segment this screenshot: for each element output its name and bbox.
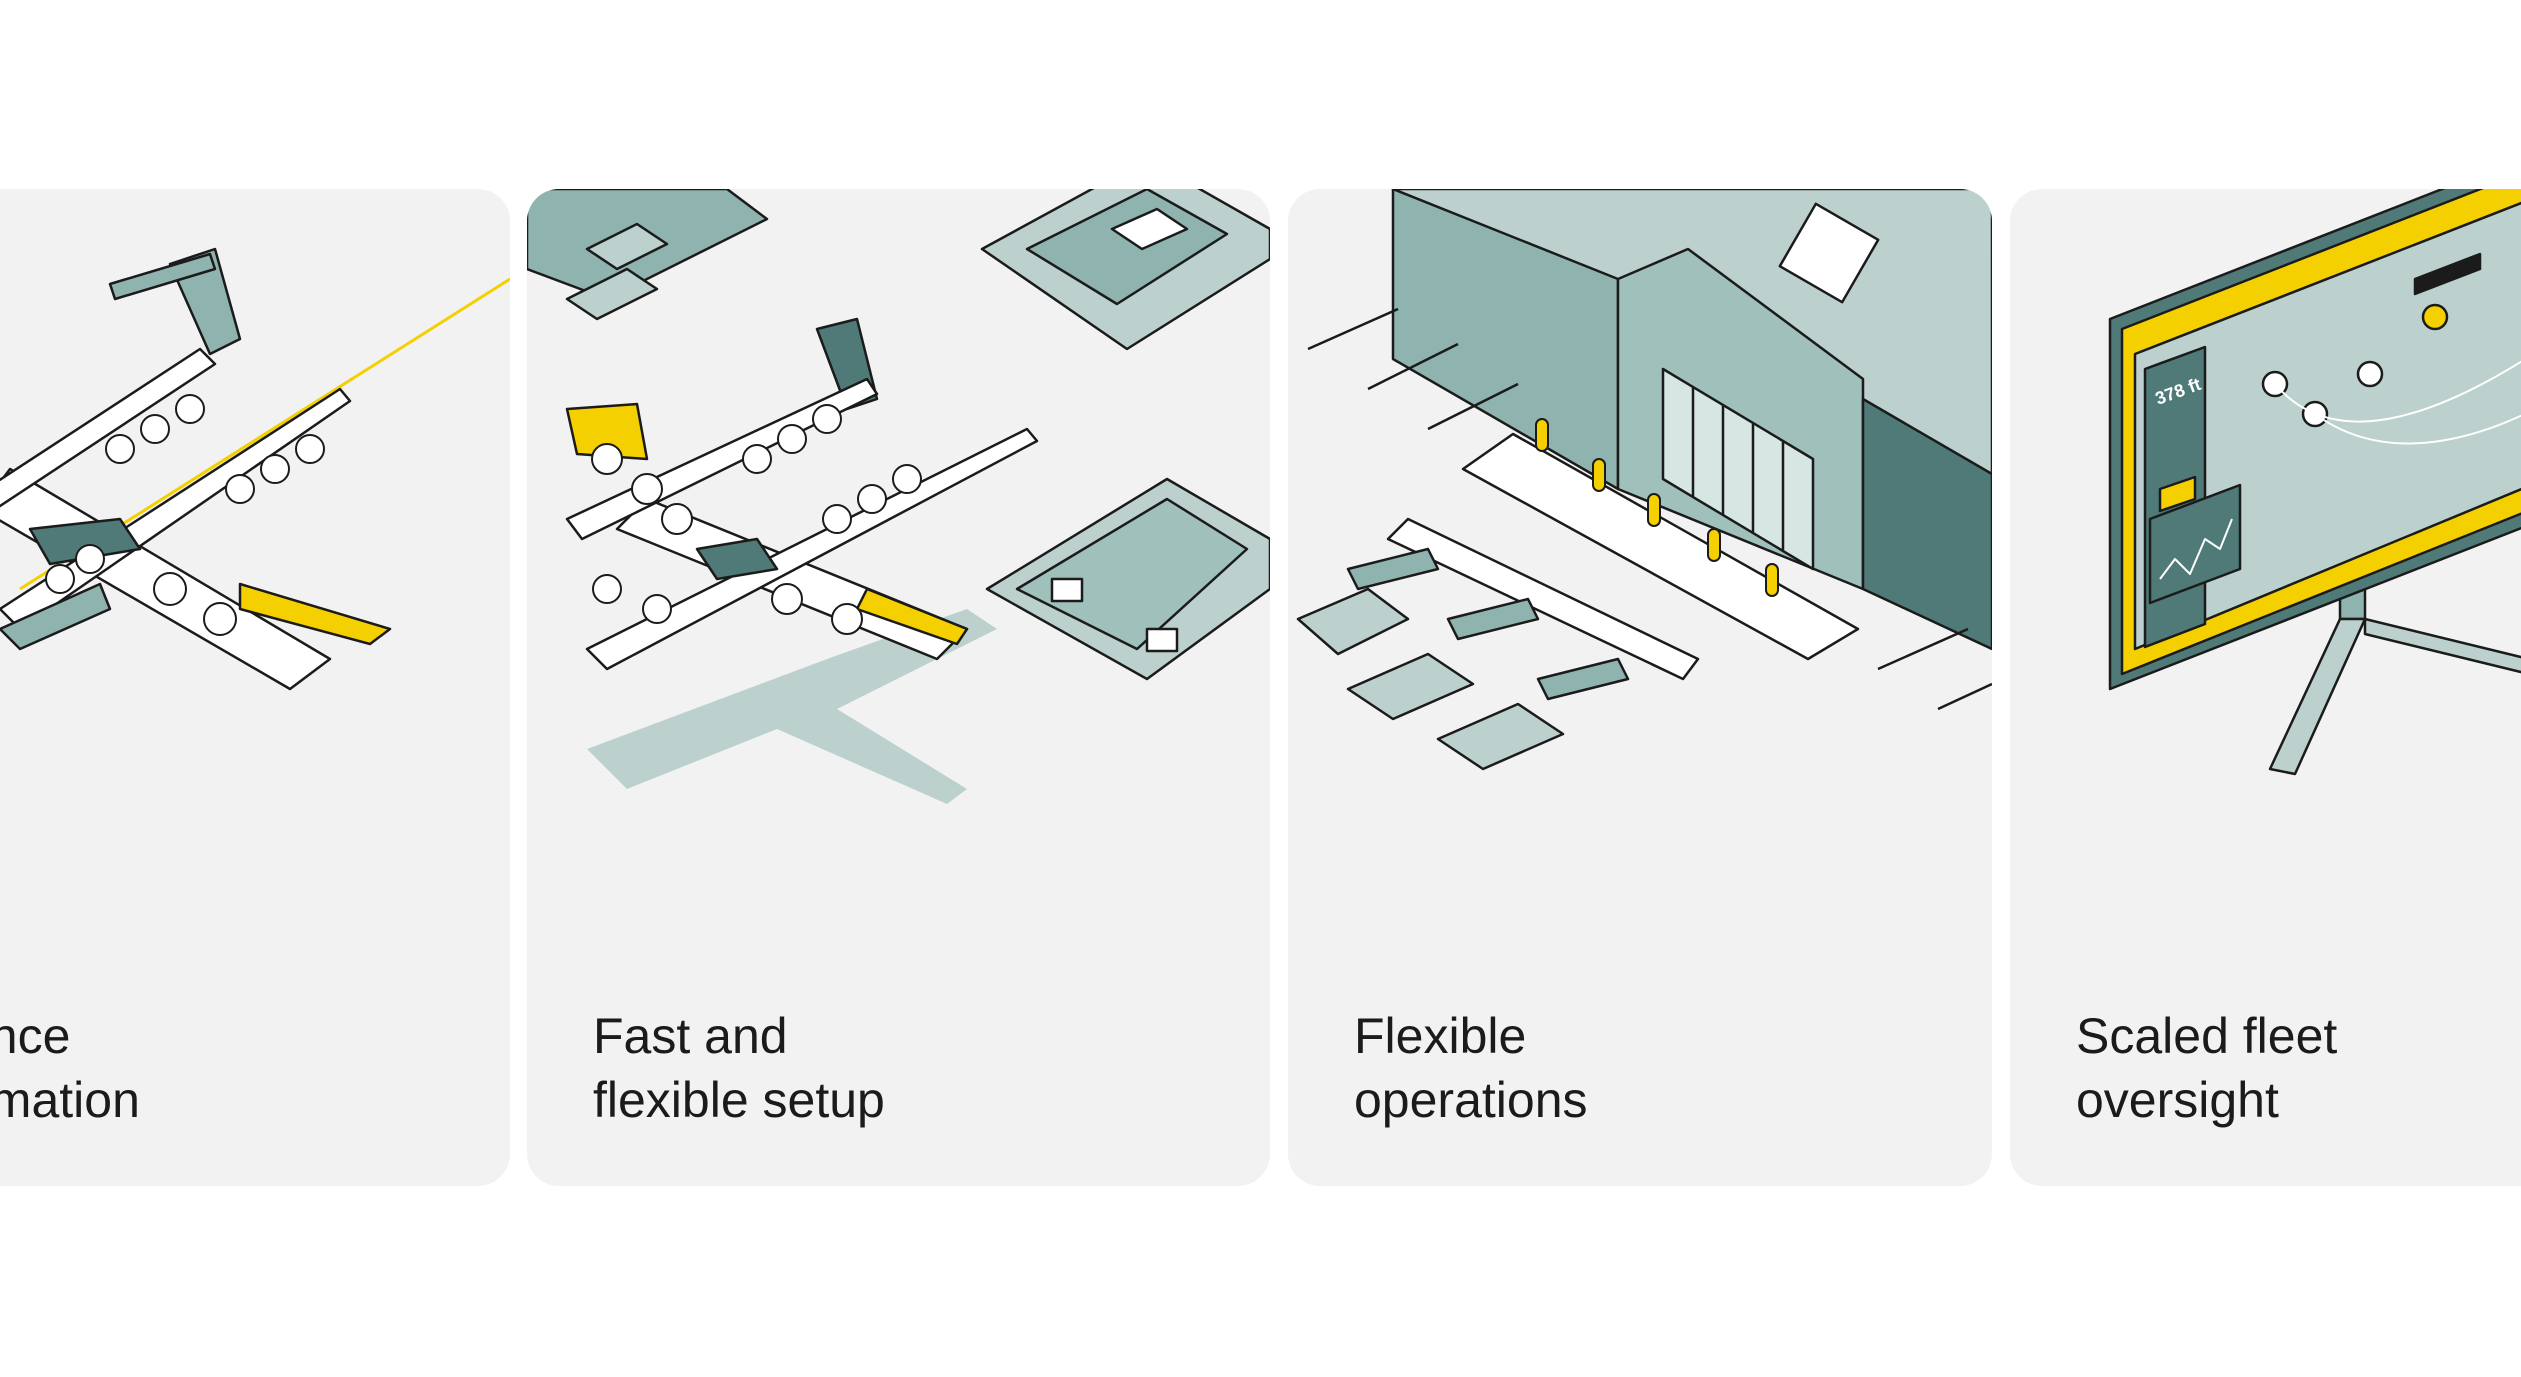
caption-line-2: omation xyxy=(0,1072,140,1128)
caption-line-1: Flexible xyxy=(1354,1008,1527,1064)
setup-illustration xyxy=(527,189,1270,804)
caption-line-2: oversight xyxy=(2076,1072,2279,1128)
caption-line-1: Scaled fleet xyxy=(2076,1008,2338,1064)
caption-line-2: flexible setup xyxy=(593,1072,885,1128)
card-caption: ence omation xyxy=(0,1004,140,1132)
card-caption: Scaled fleet oversight xyxy=(2076,1004,2337,1132)
drone-illustration xyxy=(0,247,510,691)
feature-card-autonomy[interactable]: ence omation xyxy=(0,189,510,1186)
feature-card-operations[interactable]: Flexible operations xyxy=(1288,189,1992,1186)
card-caption: Fast and flexible setup xyxy=(593,1004,885,1132)
operations-illustration xyxy=(1296,189,1992,771)
card-caption: Flexible operations xyxy=(1354,1004,1588,1132)
monitor-illustration: 378 ft xyxy=(2108,189,2521,776)
caption-line-1: Fast and xyxy=(593,1008,788,1064)
caption-line-1: ence xyxy=(0,1008,71,1064)
feature-card-setup[interactable]: Fast and flexible setup xyxy=(527,189,1270,1186)
feature-card-oversight[interactable]: 378 ft Scaled fleet oversight xyxy=(2010,189,2521,1186)
caption-line-2: operations xyxy=(1354,1072,1588,1128)
